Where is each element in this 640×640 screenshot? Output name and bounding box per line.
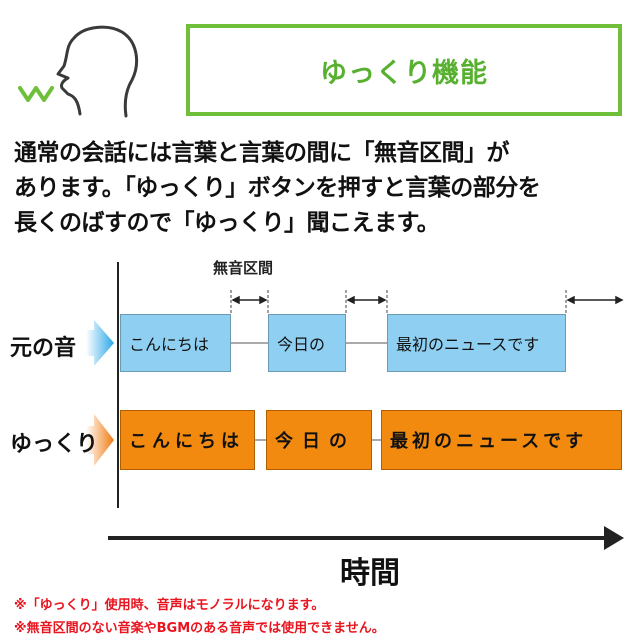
description-line-2: あります。「ゆっくり」ボタンを押すと言葉の部分を — [14, 175, 541, 201]
note-mono: ※「ゆっくり」使用時、音声はモノラルになります。 — [14, 598, 325, 613]
speaking-head-icon — [18, 25, 139, 118]
original-segment-2: 今日の — [268, 314, 346, 372]
original-segment-3: 最初のニュースです — [387, 314, 566, 372]
original-row-label: 元の音 — [10, 336, 77, 361]
slow-segment-3: 最初のニュースです — [381, 410, 622, 470]
description-line-1: 通常の会話には言葉と言葉の間に「無音区間」が — [14, 140, 510, 166]
slow-row-arrow — [86, 414, 114, 466]
time-axis-arrowhead — [604, 526, 624, 550]
silent-interval-label: 無音区間 — [212, 259, 273, 277]
note-unsupported: ※無音区間のない音楽やBGMのある音声では使用できません。 — [14, 621, 385, 636]
feature-description: 通常の会話には言葉と言葉の間に「無音区間」が あります。「ゆっくり」ボタンを押す… — [14, 136, 634, 241]
slow-segment-2: 今日の — [266, 410, 372, 470]
silent-interval-markers — [231, 295, 624, 305]
original-segment-1: こんにちは — [120, 314, 231, 372]
timing-diagram — [86, 262, 624, 550]
slow-row-label: ゆっくり — [10, 432, 99, 457]
time-axis-label: 時間 — [340, 556, 400, 591]
description-line-3: 長くのばすので「ゆっくり」聞こえます。 — [14, 210, 440, 236]
slow-segment-1: こんにちは — [120, 410, 255, 470]
original-row-arrow — [86, 320, 114, 366]
feature-title: ゆっくり機能 — [186, 24, 622, 116]
